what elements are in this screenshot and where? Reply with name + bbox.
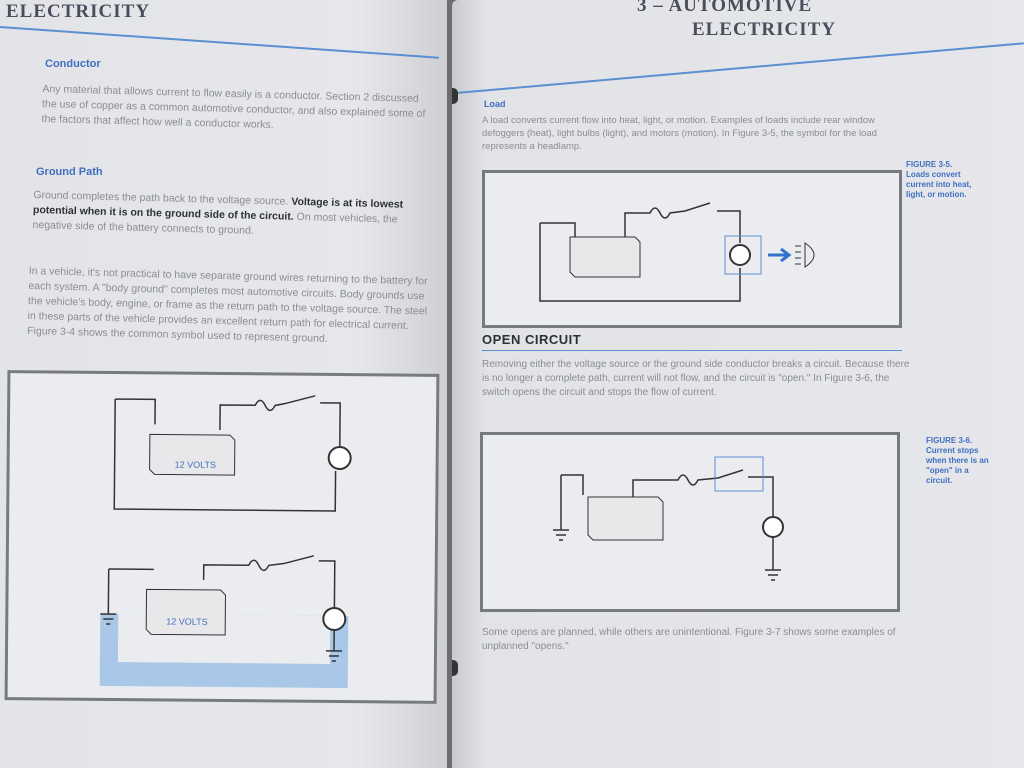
battery-icon xyxy=(149,433,236,476)
battery-icon xyxy=(587,496,664,541)
caption-label: FIGURE 3-6. xyxy=(926,436,973,445)
closing-text: Some opens are planned, while others are… xyxy=(482,627,896,652)
left-page: ELECTRICITY Conductor Any material that … xyxy=(0,0,447,768)
battery-label: 12 VOLTS xyxy=(166,617,207,627)
heading-load: Load xyxy=(484,99,506,109)
running-header-line2: ELECTRICITY xyxy=(692,19,837,40)
battery-label: 12 VOLTS xyxy=(175,460,216,470)
figure-3-4: 12 VOLTS 12 VOLTS xyxy=(4,370,440,704)
ground-path-para2: In a vehicle, it's not practical to have… xyxy=(27,265,428,345)
binder-hole xyxy=(452,660,458,676)
binder-hole xyxy=(452,88,458,104)
lamp-icon xyxy=(729,244,751,266)
conductor-text: Any material that allows current to flow… xyxy=(41,83,426,132)
right-page: 3 – AUTOMOTIVE ELECTRICITY Load A load c… xyxy=(452,0,1024,768)
heading-ground-path: Ground Path xyxy=(36,166,103,178)
header-rule xyxy=(455,42,1024,94)
header-rule xyxy=(0,26,439,59)
arrow-icon xyxy=(768,247,792,263)
load-circuit-diagram xyxy=(539,202,815,302)
figure-3-6-caption: FIGURE 3-6. Current stops when there is … xyxy=(926,436,992,486)
open-switch-highlight xyxy=(714,456,764,492)
figure-3-5-caption: FIGURE 3-5. Loads convert current into h… xyxy=(906,160,972,200)
headlamp-icon xyxy=(795,242,815,268)
caption-text: Loads convert current into heat, light, … xyxy=(906,170,972,199)
battery-icon xyxy=(569,236,641,278)
lamp-icon xyxy=(322,606,347,631)
open-circuit-text: Removing either the voltage source or th… xyxy=(482,359,910,398)
caption-text: Current stops when there is an "open" in… xyxy=(926,446,989,485)
caption-label: FIGURE 3-5. xyxy=(906,160,953,169)
figure-3-5 xyxy=(482,170,902,328)
open-circuit-diagram xyxy=(553,456,784,581)
running-header: ELECTRICITY xyxy=(6,1,151,22)
section-rule xyxy=(482,350,902,351)
load-highlight xyxy=(724,235,762,275)
battery-icon xyxy=(145,588,226,636)
running-header-line1: 3 – AUTOMOTIVE xyxy=(637,0,813,16)
ground-path-text: Ground completes the path back to the vo… xyxy=(32,188,438,244)
heading-open-circuit: OPEN CIRCUIT xyxy=(482,332,582,347)
lamp-icon xyxy=(762,516,784,538)
figure-3-6 xyxy=(480,432,900,612)
load-text: A load converts current flow into heat, … xyxy=(482,115,877,152)
heading-conductor: Conductor xyxy=(45,58,101,70)
ground-circuit-diagram: 12 VOLTS 12 VOLTS xyxy=(99,395,352,689)
lamp-icon xyxy=(327,446,352,471)
